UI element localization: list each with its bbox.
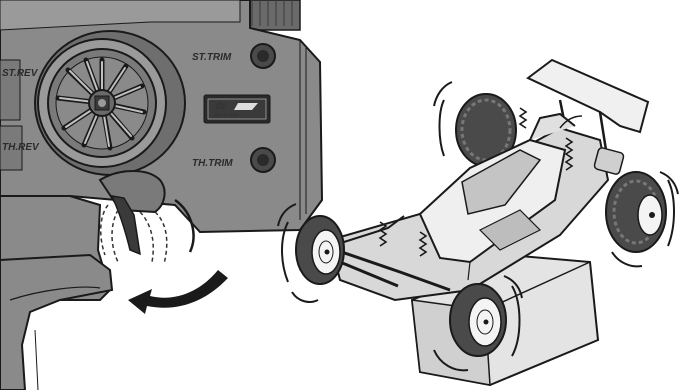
- badge-code: AM 20 995: [214, 113, 238, 119]
- handle-grip: [0, 255, 112, 390]
- st-trim-knob[interactable]: [251, 44, 275, 68]
- curved-arrow-icon: [128, 270, 228, 314]
- steering-wheel-icon[interactable]: [38, 39, 166, 167]
- transmitter: ST.REV TH.REV ST.TRIM TH.TRIM: [0, 0, 322, 390]
- th-trim-label: TH.TRIM: [192, 158, 233, 169]
- st-rev-label: ST.REV: [2, 68, 39, 79]
- rc-buggy: [278, 60, 678, 385]
- trigger-ghost-2: [112, 210, 118, 262]
- trigger-guard: [100, 171, 165, 212]
- rear-left-wheel: [606, 172, 678, 266]
- trigger-ghost-4: [155, 212, 167, 264]
- badge-logo: DI: [216, 101, 225, 111]
- grip-seam: [35, 330, 38, 390]
- th-trim-knob[interactable]: [251, 148, 275, 172]
- trigger-ghost-1: [101, 205, 108, 255]
- st-trim-label: ST.TRIM: [192, 52, 232, 63]
- th-rev-label: TH.REV: [2, 142, 40, 153]
- model-badge: DI AM 20 995: [204, 95, 270, 123]
- trigger-ghost-3: [140, 212, 153, 262]
